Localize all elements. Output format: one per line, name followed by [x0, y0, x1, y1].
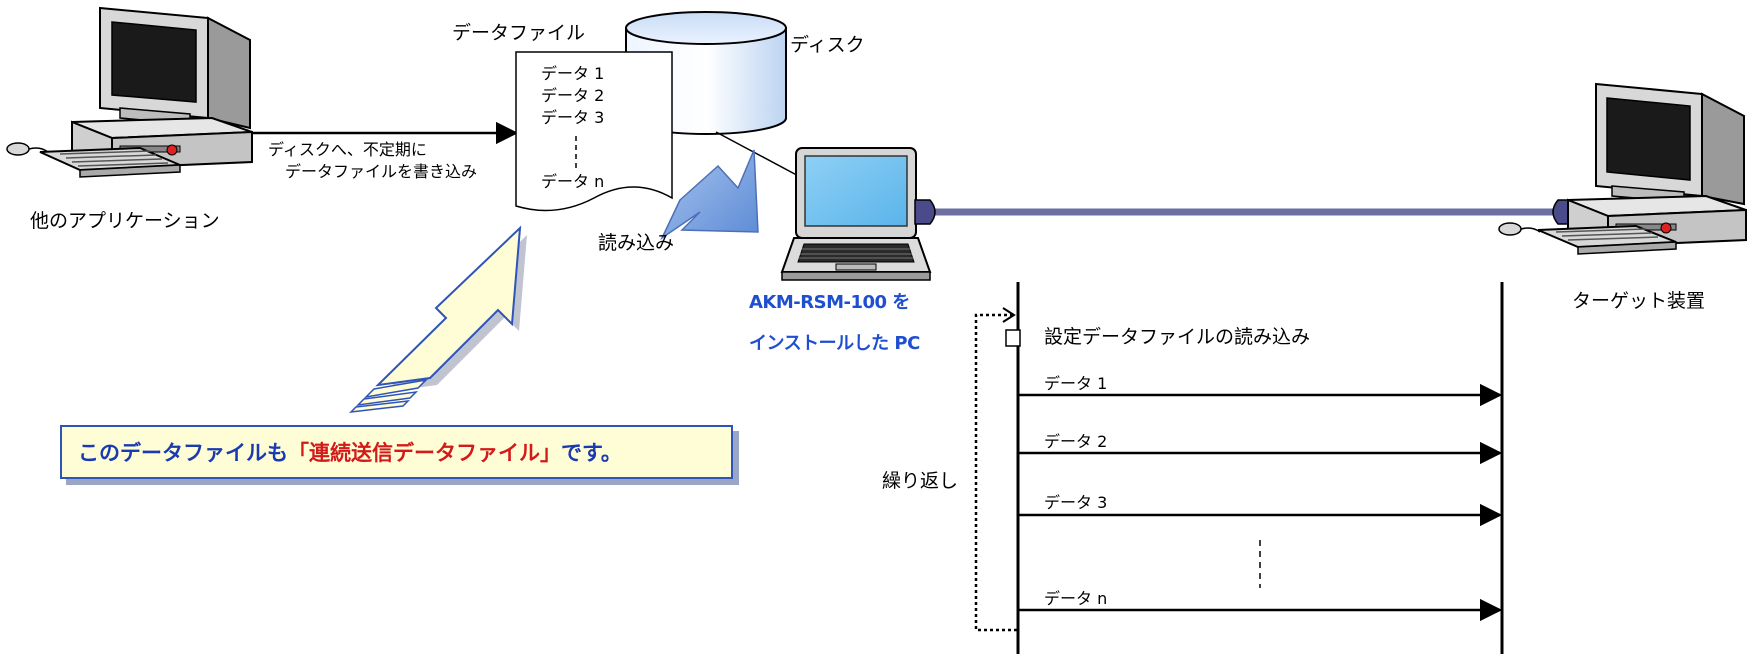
target-device-computer-icon: [1498, 82, 1747, 255]
file-item-n: データ n: [541, 172, 605, 191]
settings-read-label: 設定データファイルの読み込み: [1044, 326, 1311, 348]
sequence-item-n: データ n: [1044, 589, 1108, 608]
pc-label-line2: インストールした PC: [749, 333, 920, 354]
file-item-2: データ 2: [541, 86, 605, 105]
laptop-pc-icon: [780, 147, 932, 281]
read-in-label: 読み込み: [598, 232, 675, 254]
sequence-item-1: データ 1: [1044, 374, 1108, 393]
file-item-3: データ 3: [541, 108, 605, 127]
highlight-arrow: [348, 225, 527, 413]
disk-label: ディスク: [790, 34, 865, 56]
write-desc-line2: データファイルを書き込み: [285, 162, 478, 181]
note-callout: このデータファイルも「連続送信データファイル」です。: [60, 425, 733, 479]
activation-box: [1005, 329, 1021, 347]
repeat-loop-line: [974, 313, 1017, 632]
write-desc-line1: ディスクへ、不定期に: [268, 140, 427, 159]
sequence-item-2: データ 2: [1044, 432, 1108, 451]
sequence-item-3: データ 3: [1044, 493, 1108, 512]
cable-connector-left: [914, 199, 936, 225]
read-arrow: [660, 149, 759, 241]
note-highlight: 「連続送信データファイル」: [288, 441, 561, 465]
note-prefix: このデータファイルも: [78, 441, 288, 465]
disk-link-line: [715, 131, 807, 181]
repeat-label: 繰り返し: [882, 470, 959, 492]
pc-label-line1: AKM-RSM-100 を: [749, 292, 910, 313]
note-suffix: です。: [561, 441, 622, 465]
target-device-label: ターゲット装置: [1572, 290, 1706, 312]
repeat-loop-arrowhead: [1002, 307, 1016, 323]
other-app-computer-icon: [6, 6, 253, 178]
data-file-document: [515, 51, 673, 212]
file-item-1: データ 1: [541, 64, 605, 83]
data-file-title: データファイル: [452, 22, 586, 44]
other-app-label: 他のアプリケーション: [30, 210, 220, 232]
